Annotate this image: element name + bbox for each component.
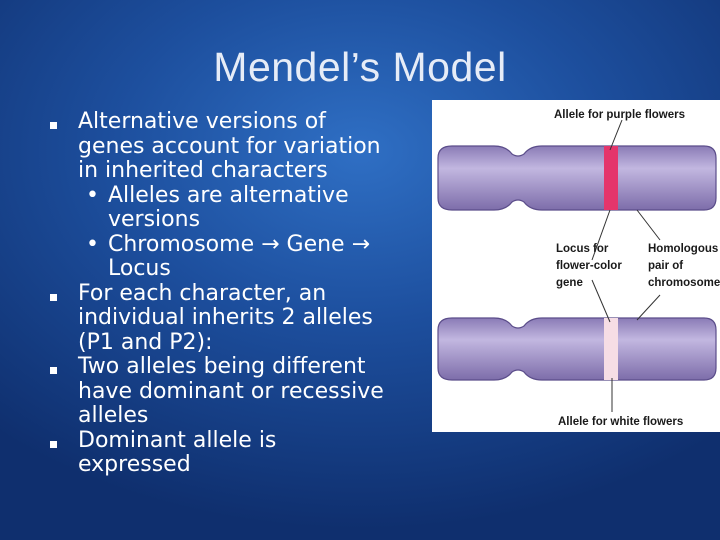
- sub-bullet-item: • Chromosome → Gene → Locus: [78, 231, 426, 282]
- label-purple-allele: Allele for purple flowers: [554, 109, 685, 121]
- label-locus-line: gene: [556, 277, 583, 289]
- square-bullet-icon: [50, 122, 57, 129]
- bullet-item: For each character, an individual inheri…: [46, 280, 426, 356]
- label-locus-line: Locus for: [556, 243, 609, 255]
- bullet-line: Alternative versions of: [78, 109, 326, 134]
- bullet-list: Alternative versions of genes account fo…: [46, 109, 426, 478]
- label-locus-line: flower-color: [556, 260, 622, 272]
- bullet-line: Two alleles being different: [78, 354, 366, 379]
- sub-bullet-line: versions: [108, 207, 201, 232]
- label-homologous-line: pair of: [648, 260, 683, 272]
- white-allele-band: [604, 318, 618, 380]
- bullet-line: For each character, an: [78, 280, 327, 306]
- sub-bullet-line: Alleles are alternative: [108, 182, 349, 208]
- sub-bullet-line: Locus: [108, 256, 171, 281]
- label-homologous-line: chromosomes: [648, 277, 720, 289]
- leader-line: [591, 209, 611, 261]
- chromosome-bottom: [437, 317, 717, 381]
- sub-bullet-line: Chromosome → Gene →: [108, 231, 371, 257]
- dot-bullet-icon: •: [86, 231, 99, 257]
- bullet-item: Dominant allele is expressed: [46, 427, 426, 478]
- bullet-item: Alternative versions of genes account fo…: [46, 109, 426, 282]
- bullet-line: alleles: [78, 403, 149, 428]
- leader-line: [636, 294, 661, 321]
- chromosome-figure: Allele for purple flowers Locus for flow…: [432, 100, 720, 432]
- bullet-line: in inherited characters: [78, 158, 328, 183]
- bullet-line: (P1 and P2):: [78, 329, 213, 355]
- bullet-line: genes account for variation: [78, 133, 381, 159]
- square-bullet-icon: [50, 293, 57, 301]
- leader-line: [609, 119, 623, 151]
- bullet-line: Dominant allele is: [78, 427, 277, 453]
- leader-line: [591, 279, 611, 323]
- label-white-allele: Allele for white flowers: [558, 416, 683, 428]
- chromosome-diagram: Allele for purple flowers Locus for flow…: [437, 109, 720, 428]
- bullet-line: individual inherits 2 alleles: [78, 305, 373, 330]
- chromosome-top: [437, 145, 717, 211]
- bullet-item: Two alleles being different have dominan…: [46, 354, 426, 429]
- dot-bullet-icon: •: [86, 182, 99, 208]
- square-bullet-icon: [50, 440, 57, 448]
- square-bullet-icon: [50, 367, 57, 374]
- label-homologous-line: Homologous: [648, 243, 718, 255]
- sub-bullet-item: • Alleles are alternative versions: [78, 182, 426, 233]
- leader-line: [636, 209, 661, 241]
- slide-title: Mendel’s Model: [213, 44, 507, 90]
- bullet-line: expressed: [78, 452, 191, 477]
- purple-allele-band: [604, 146, 618, 210]
- bullet-line: have dominant or recessive: [78, 378, 384, 404]
